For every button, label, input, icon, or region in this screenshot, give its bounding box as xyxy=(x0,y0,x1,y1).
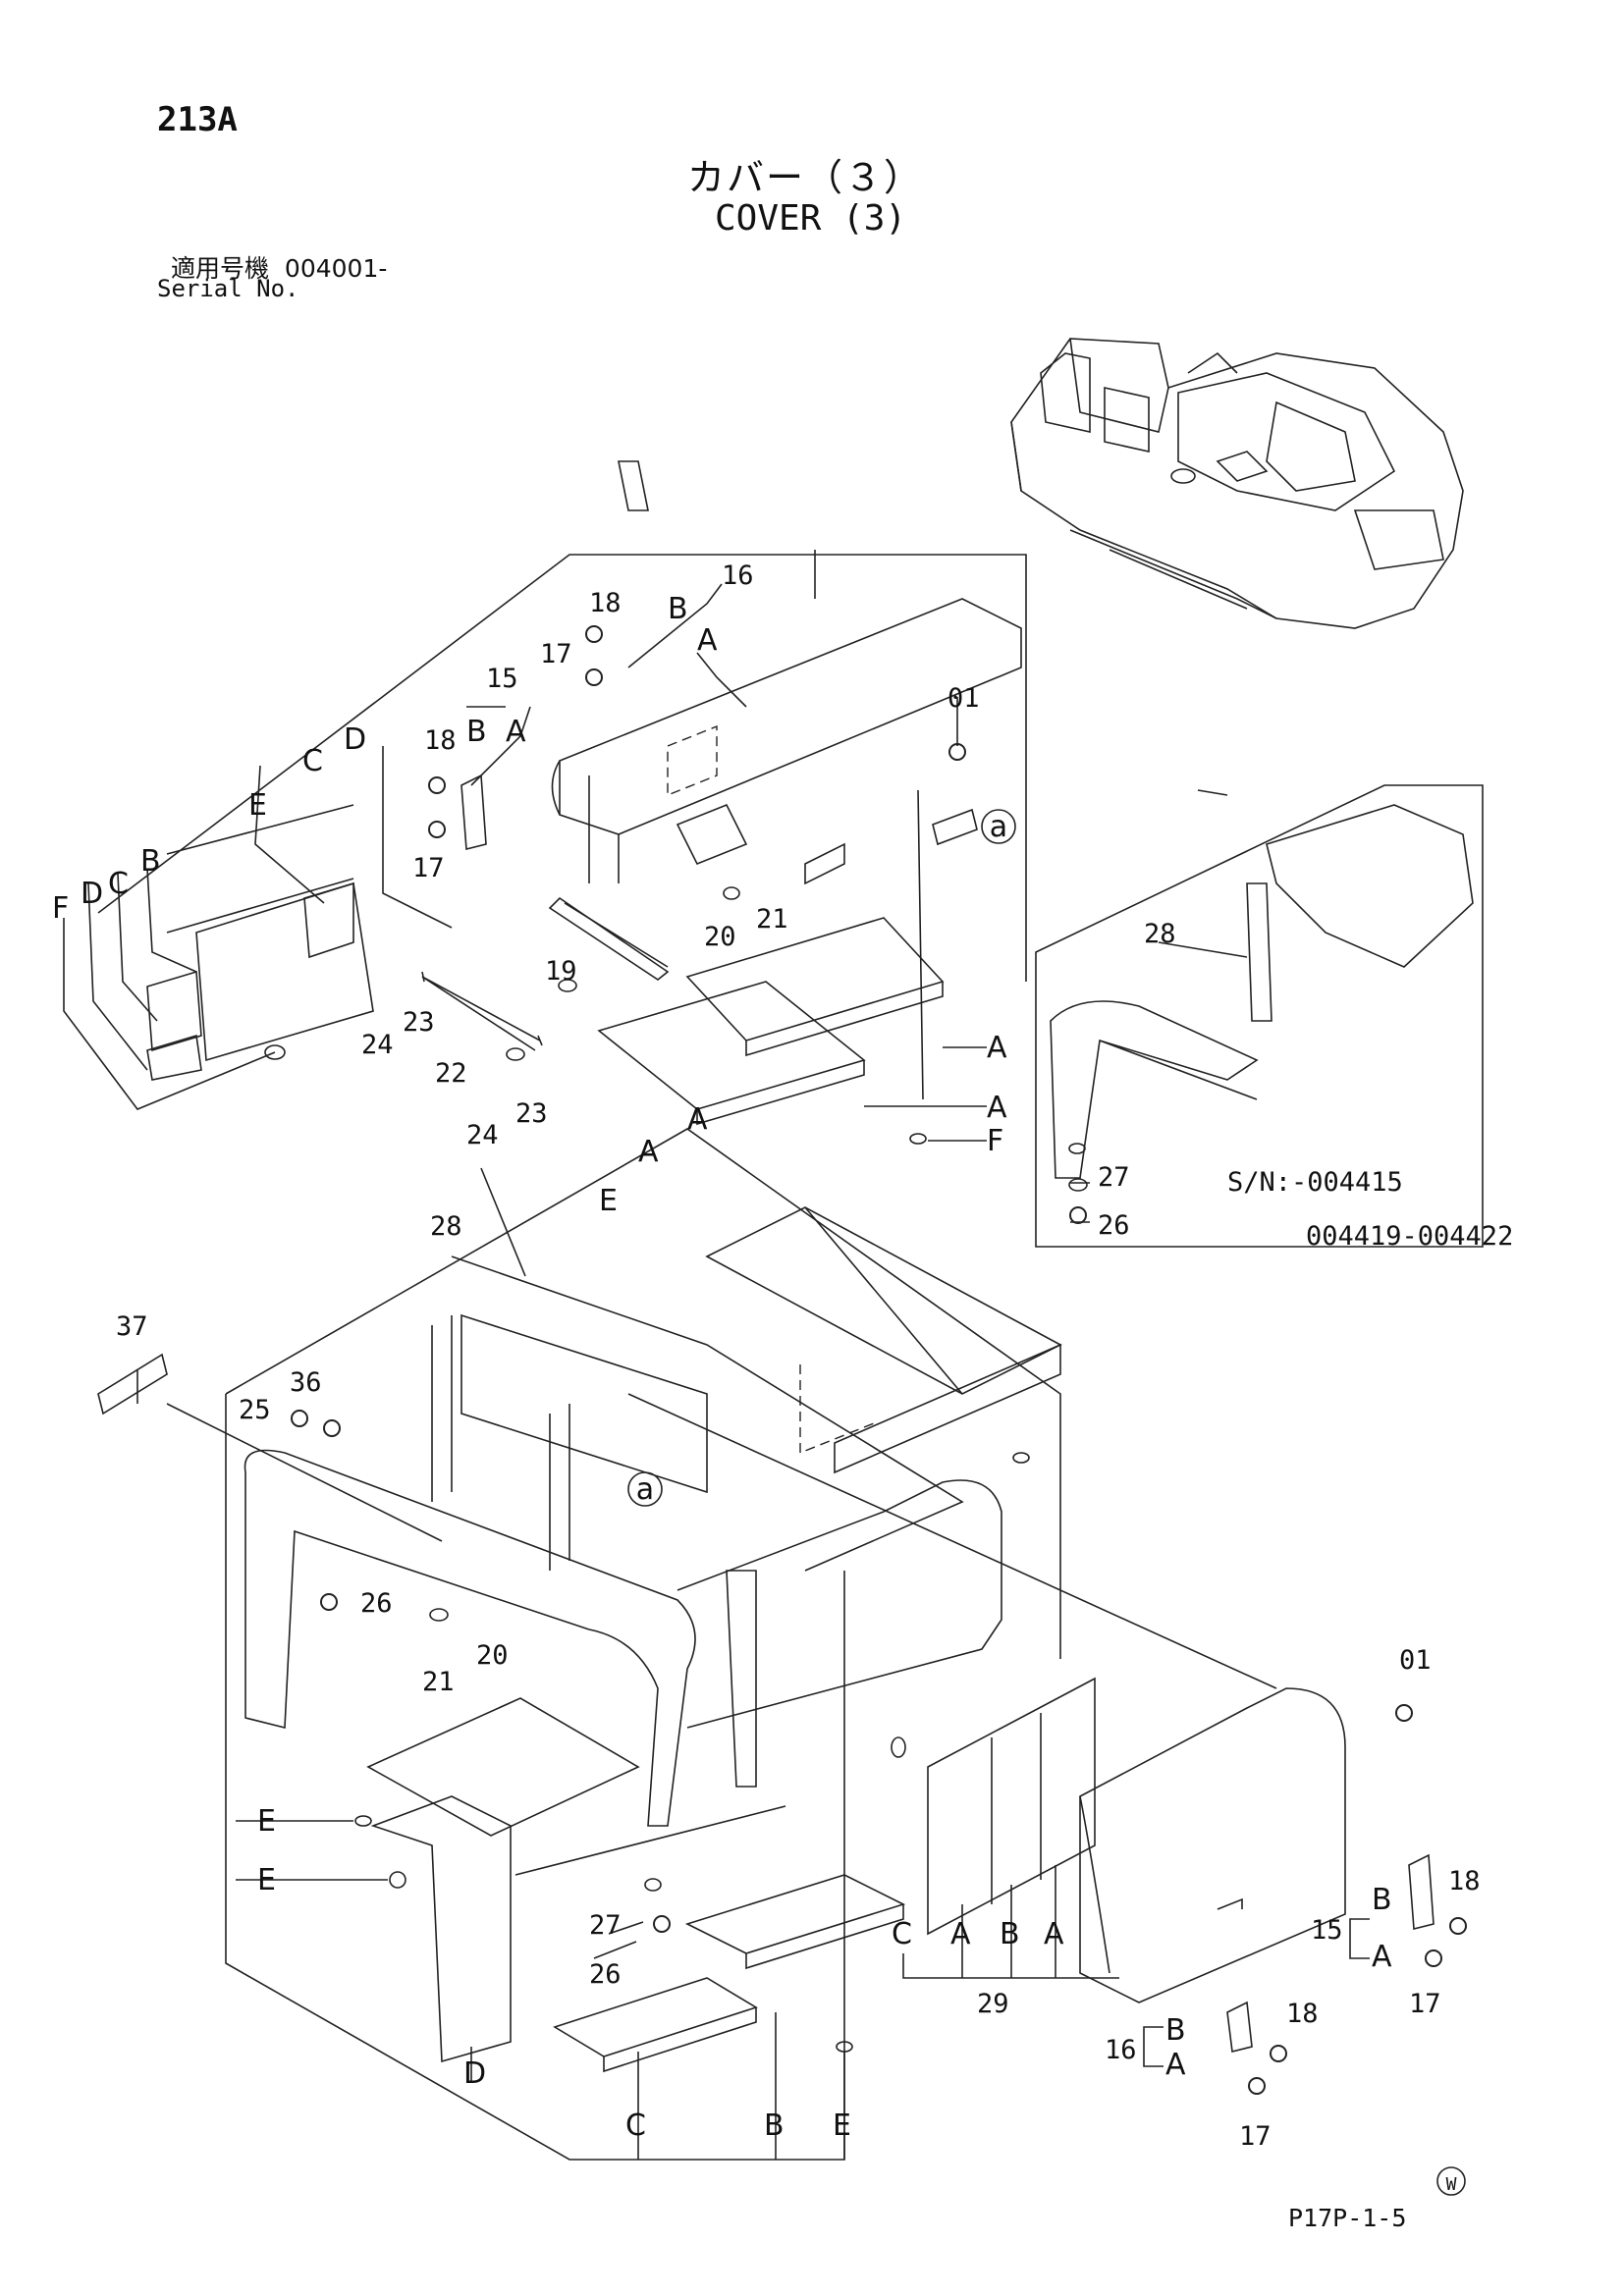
callout-A: A xyxy=(1372,1940,1392,1974)
callout-B: B xyxy=(1372,1883,1392,1917)
callout-27: 27 xyxy=(1098,1162,1130,1193)
serial-value: 004001- xyxy=(284,254,388,283)
callout-D: D xyxy=(344,722,366,757)
callout-E: E xyxy=(833,2109,851,2143)
callout-28: 28 xyxy=(430,1211,462,1242)
callout-E: E xyxy=(599,1184,618,1218)
serial-label-english: Serial No. xyxy=(157,275,299,302)
callout-E: E xyxy=(257,1863,276,1897)
callout-A: A xyxy=(950,1917,971,1951)
callout-B: B xyxy=(466,715,487,749)
callout-F: F xyxy=(987,1124,1003,1158)
callout-B: B xyxy=(1000,1917,1020,1951)
callout-25: 25 xyxy=(239,1395,271,1425)
callout-28: 28 xyxy=(1144,919,1176,949)
callout-19: 19 xyxy=(545,956,577,987)
inset-serial-1: S/N:-004415 xyxy=(1227,1167,1403,1198)
callout-labels: 16 B A 18 17 15 B A 18 17 01 D C E B C D… xyxy=(52,561,1513,2152)
callout-37: 37 xyxy=(116,1311,148,1342)
callout-E: E xyxy=(257,1804,276,1839)
left-panel-group xyxy=(63,554,1027,1110)
callout-A: A xyxy=(987,1091,1007,1125)
callout-23: 23 xyxy=(515,1098,548,1129)
upper-cover-assembly xyxy=(421,598,1022,1145)
callout-24: 24 xyxy=(361,1030,394,1060)
footer-code: P17P-1-5 xyxy=(1288,2204,1407,2232)
callout-B: B xyxy=(1165,2013,1186,2048)
hardware-fasteners xyxy=(291,460,1467,2095)
callout-16: 16 xyxy=(722,561,754,591)
callout-26: 26 xyxy=(589,1959,622,1990)
callout-C: C xyxy=(108,867,129,901)
callout-26: 26 xyxy=(360,1588,393,1619)
callout-D: D xyxy=(81,877,103,911)
callout-B: B xyxy=(764,2109,785,2143)
callout-17: 17 xyxy=(412,853,445,883)
callout-16: 16 xyxy=(1105,2035,1137,2065)
callout-17: 17 xyxy=(1239,2121,1272,2152)
inset-serial-2: 004419-004422 xyxy=(1306,1221,1513,1252)
right-side-cover xyxy=(627,1393,1346,2003)
callout-17: 17 xyxy=(1409,1989,1441,2019)
callout-18: 18 xyxy=(589,588,622,618)
serial-label-japanese: 適用号機 004001- xyxy=(171,249,387,285)
callout-C: C xyxy=(892,1917,912,1951)
callout-15: 15 xyxy=(1311,1915,1343,1946)
reference-circles: a a W xyxy=(627,809,1466,2196)
callout-A: A xyxy=(638,1135,659,1169)
callout-18: 18 xyxy=(424,725,457,756)
callout-20: 20 xyxy=(476,1640,509,1671)
callout-01: 01 xyxy=(947,683,980,714)
callout-15: 15 xyxy=(486,664,518,694)
callout-A: A xyxy=(697,623,718,658)
callout-E: E xyxy=(248,788,267,823)
callout-21: 21 xyxy=(422,1667,455,1697)
callout-36: 36 xyxy=(290,1367,322,1398)
excavator-overview-illustration xyxy=(1010,338,1464,629)
callout-F: F xyxy=(52,891,69,926)
page-number: 213A xyxy=(157,100,238,139)
callout-A: A xyxy=(506,715,526,749)
callout-C: C xyxy=(625,2109,646,2143)
inset-variant-box xyxy=(1035,784,1484,1248)
callout-17: 17 xyxy=(540,639,572,669)
callout-B: B xyxy=(668,592,688,626)
callout-23: 23 xyxy=(403,1007,435,1038)
lower-frame-assembly xyxy=(97,1128,1062,2161)
callout-18: 18 xyxy=(1448,1866,1481,1896)
callout-B: B xyxy=(140,844,161,879)
callout-20: 20 xyxy=(704,922,736,952)
callout-01: 01 xyxy=(1399,1645,1432,1676)
callout-A: A xyxy=(687,1102,708,1137)
callout-29: 29 xyxy=(977,1989,1009,2019)
svg-text:a: a xyxy=(990,810,1007,844)
title-english: COVER (3) xyxy=(715,198,907,239)
callout-A: A xyxy=(1165,2048,1186,2082)
rod-and-bar xyxy=(421,902,669,1046)
callout-C: C xyxy=(302,744,323,778)
callout-24: 24 xyxy=(466,1120,499,1150)
callout-21: 21 xyxy=(756,904,788,934)
callout-A: A xyxy=(987,1031,1007,1065)
svg-text:a: a xyxy=(636,1472,654,1507)
serial-label: 適用号機 xyxy=(171,254,270,283)
callout-26: 26 xyxy=(1098,1210,1130,1241)
leader-lines xyxy=(136,550,1370,2160)
mark-letter: W xyxy=(1446,2174,1457,2195)
callout-D: D xyxy=(463,2056,486,2091)
callout-A: A xyxy=(1044,1917,1064,1951)
callout-18: 18 xyxy=(1286,1999,1319,2029)
title-japanese: カバー（３） xyxy=(687,156,924,199)
callout-22: 22 xyxy=(435,1058,467,1089)
callout-27: 27 xyxy=(589,1910,622,1941)
